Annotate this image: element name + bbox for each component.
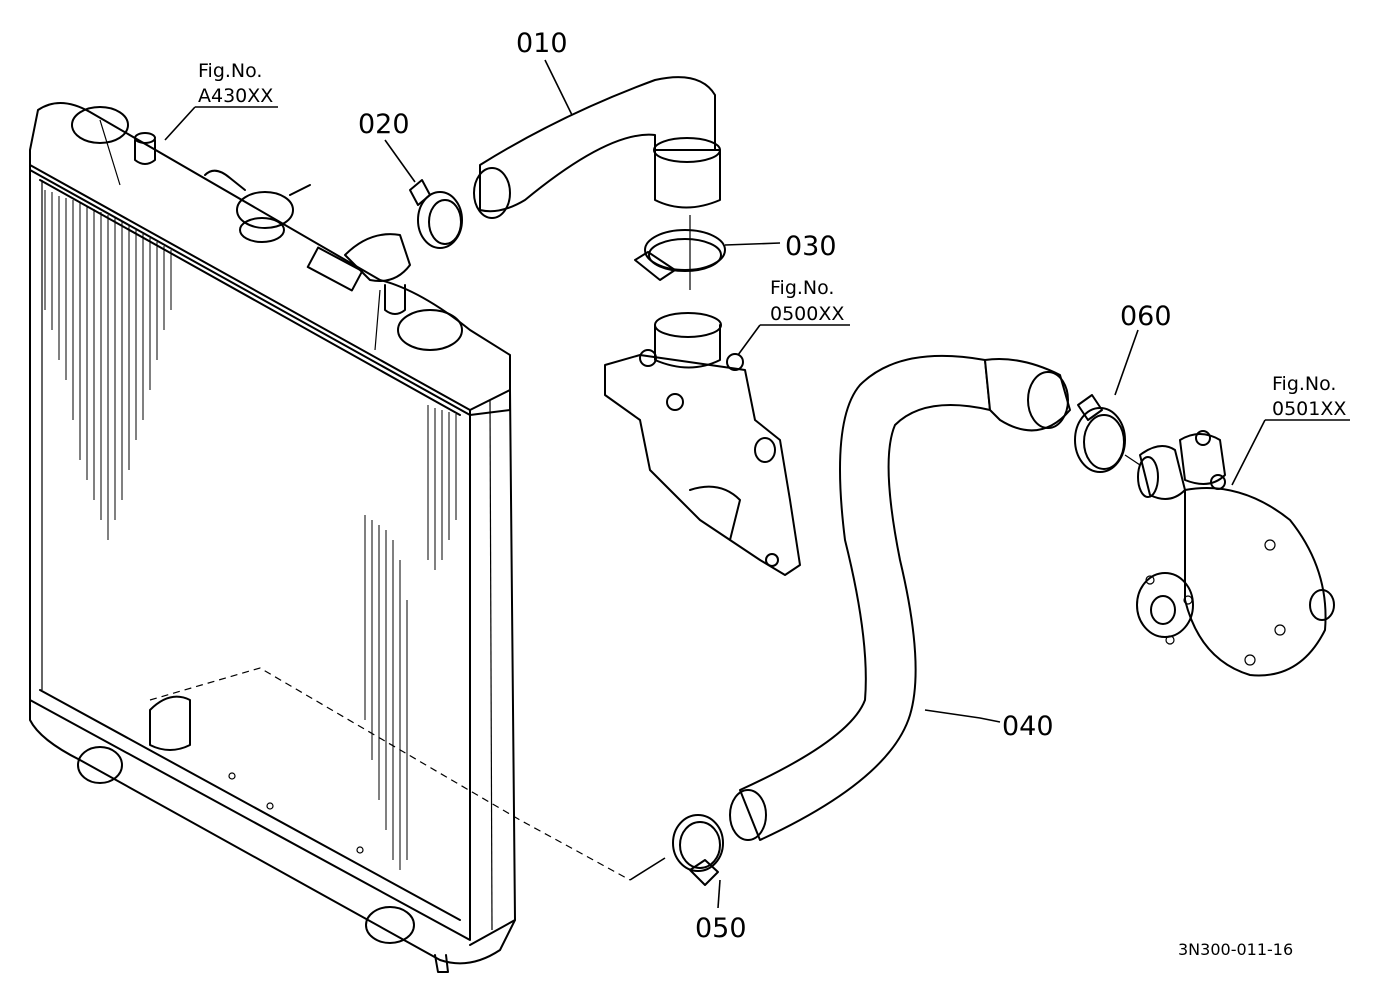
leader-lines (164, 59, 1350, 909)
clamp-050 (672, 814, 724, 886)
callout-010: 010 (516, 28, 568, 59)
upper-hose-010 (473, 76, 721, 290)
clamp-020 (409, 179, 463, 249)
callout-030: 030 (785, 231, 837, 262)
callout-060: 060 (1120, 301, 1172, 332)
clamp-030 (634, 229, 726, 281)
callout-050: 050 (695, 913, 747, 944)
drawing-code: 3N300-011-16 (1178, 940, 1293, 959)
thermostat-housing (604, 312, 801, 576)
water-pump (1136, 430, 1335, 677)
radiator (29, 102, 631, 973)
fig-ref-radiator-line1: Fig.No. (198, 60, 262, 82)
lower-hose-040 (729, 354, 1071, 841)
clamp-060 (1074, 394, 1141, 473)
callout-020: 020 (358, 109, 410, 140)
fig-ref-thermostat-line1: Fig.No. (770, 277, 834, 299)
fig-ref-water-pump-line2: 0501XX (1272, 398, 1346, 420)
fig-ref-thermostat-line2: 0500XX (770, 303, 844, 325)
fig-ref-radiator-line2: A430XX (198, 85, 273, 107)
callout-040: 040 (1002, 711, 1054, 742)
fig-ref-water-pump-line1: Fig.No. (1272, 373, 1336, 395)
